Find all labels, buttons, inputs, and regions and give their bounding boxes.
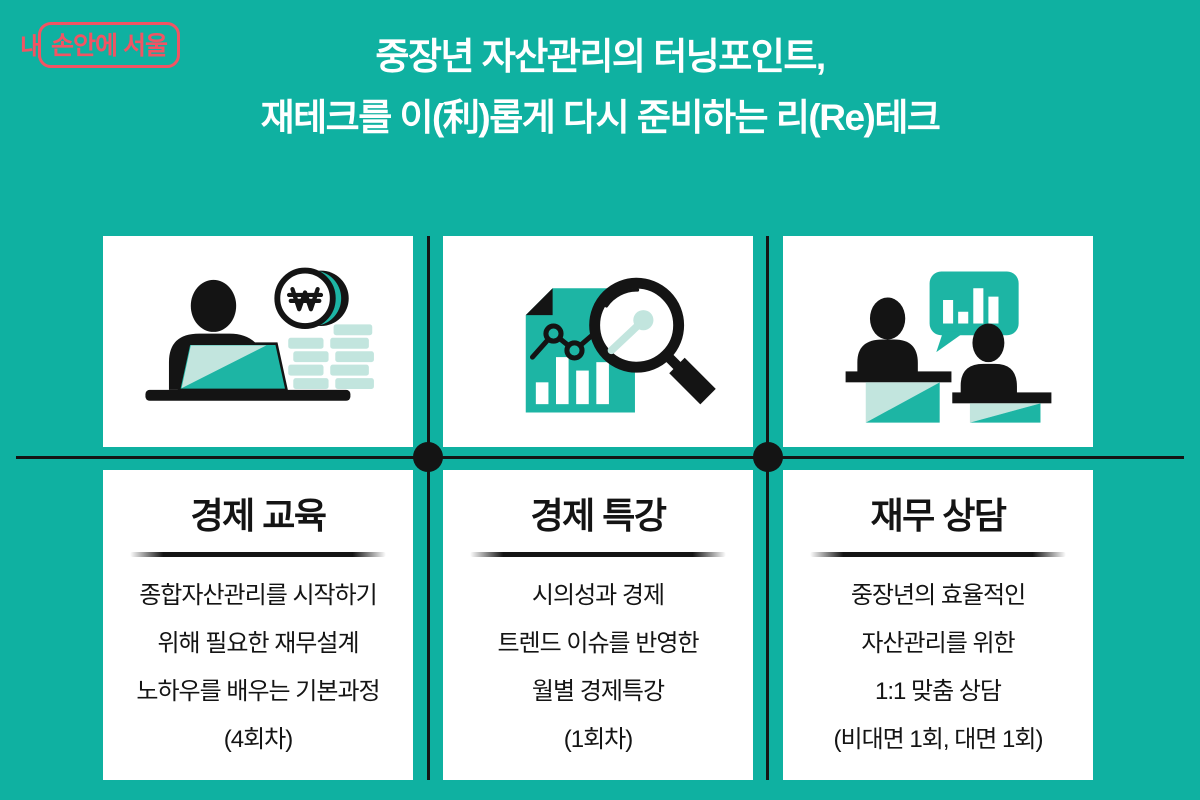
text-card-economy-education: 경제 교육 종합자산관리를 시작하기 위해 필요한 재무설계 노하우를 배우는 …: [103, 470, 413, 780]
body-line: 자산관리를 위한: [861, 630, 1015, 657]
icon-card-economy-education: [103, 236, 413, 447]
logo-boxed-text: 손안에 서울: [38, 22, 180, 68]
body-line: (1회차): [563, 726, 634, 753]
card-body: 종합자산관리를 시작하기 위해 필요한 재무설계 노하우를 배우는 기본과정 (…: [103, 572, 413, 764]
body-line: 노하우를 배우는 기본과정: [136, 678, 380, 705]
document-chart-magnifier-icon: [525, 277, 716, 413]
vertical-divider-line-2: [766, 236, 769, 780]
card-body: 시의성과 경제 트렌드 이슈를 반영한 월별 경제특강 (1회차): [443, 572, 753, 764]
connector-dot-2: [753, 442, 783, 472]
title-underline: [810, 552, 1066, 557]
logo-prefix: 내: [20, 33, 43, 61]
seoul-logo: 내 손안에 서울: [20, 22, 180, 68]
body-line: 위해 필요한 재무설계: [157, 630, 359, 657]
text-card-economy-lecture: 경제 특강 시의성과 경제 트렌드 이슈를 반영한 월별 경제특강 (1회차): [443, 470, 753, 780]
vertical-divider-line-1: [427, 236, 430, 780]
body-line: 시의성과 경제: [531, 582, 665, 609]
body-line: 트렌드 이슈를 반영한: [497, 630, 699, 657]
body-line: 1:1 맞춤 상담: [874, 678, 1002, 705]
title-underline: [130, 552, 386, 557]
card-body: 중장년의 효율적인 자산관리를 위한 1:1 맞춤 상담 (비대면 1회, 대면…: [783, 572, 1093, 764]
body-line: 월별 경제특강: [531, 678, 665, 705]
person-laptop-won-icon: [145, 267, 374, 401]
title-underline: [470, 552, 726, 557]
icon-card-economy-lecture: [443, 236, 753, 447]
page-title: 중장년 자산관리의 터닝포인트, 재테크를 이(利)롭게 다시 준비하는 리(R…: [0, 26, 1200, 148]
card-title: 경제 특강: [530, 495, 667, 536]
card-title: 경제 교육: [190, 495, 327, 536]
horizontal-connector-line: [16, 456, 1184, 459]
title-line-2: 재테크를 이(利)롭게 다시 준비하는 리(Re)테크: [260, 97, 941, 138]
consultation-podiums-icon: [845, 270, 1052, 423]
text-card-financial-consulting: 재무 상담 중장년의 효율적인 자산관리를 위한 1:1 맞춤 상담 (비대면 …: [783, 470, 1093, 780]
connector-dot-1: [413, 442, 443, 472]
body-line: (4회차): [223, 726, 294, 753]
body-line: (비대면 1회, 대면 1회): [833, 726, 1044, 753]
icon-card-financial-consulting: [783, 236, 1093, 447]
title-line-1: 중장년 자산관리의 터닝포인트,: [375, 36, 826, 77]
card-title: 재무 상담: [870, 495, 1007, 536]
body-line: 중장년의 효율적인: [850, 582, 1026, 609]
body-line: 종합자산관리를 시작하기: [139, 582, 378, 609]
